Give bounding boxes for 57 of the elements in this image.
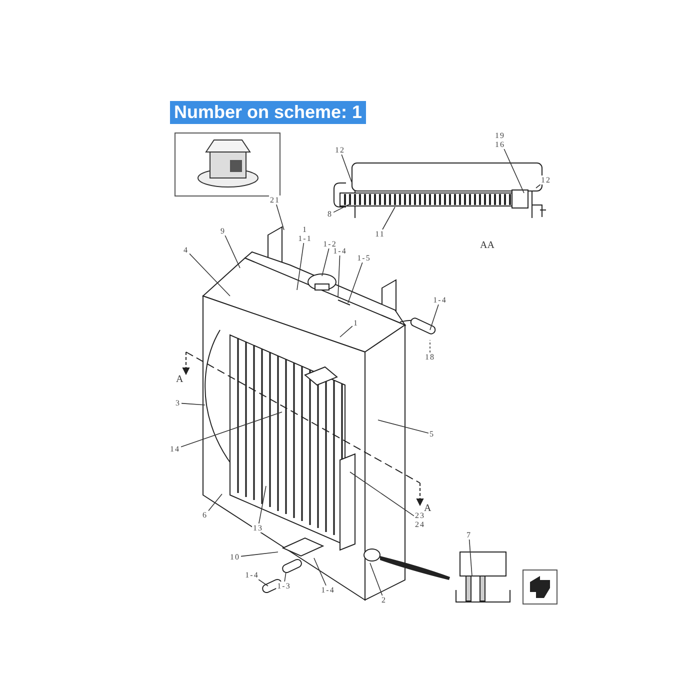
callout-number: 7 — [466, 530, 472, 540]
callout-number: 1-4 — [320, 586, 336, 594]
callout-number: 1-4 — [432, 296, 448, 304]
leader-line — [468, 539, 472, 576]
callout-number: 10 — [229, 552, 241, 562]
callout-number: 8 — [326, 210, 334, 218]
title: Number on scheme: 1 — [170, 101, 366, 124]
leader-line — [536, 184, 541, 188]
callout-number: 2 — [380, 596, 388, 604]
callout-number: 4 — [182, 246, 190, 254]
leader-line — [296, 242, 304, 290]
leader-line — [341, 154, 352, 184]
callout-number: 1-3 — [276, 582, 292, 590]
leader-line — [382, 206, 396, 230]
leader-line — [240, 552, 278, 557]
callout-number: 14 — [169, 444, 181, 454]
callout-number: 5 — [428, 430, 436, 438]
leader-line — [370, 562, 383, 596]
leader-line — [348, 262, 363, 304]
leader-line — [224, 235, 240, 268]
leader-line — [333, 204, 350, 213]
callout-number: 1-2 — [322, 240, 338, 248]
callout-number: 1-4 — [332, 246, 348, 256]
callout-number: 9 — [220, 226, 226, 236]
section-letter: A — [176, 374, 184, 385]
leader-line — [258, 579, 268, 586]
leader-line — [258, 486, 266, 524]
callout-number: 11 — [374, 230, 386, 238]
callout-number: 13 — [252, 524, 264, 532]
leader-line — [180, 412, 282, 448]
leader-line — [208, 494, 222, 512]
leader-line — [350, 472, 414, 516]
callout-number: 1-4 — [244, 570, 260, 580]
callout-number: 18 — [424, 352, 436, 362]
callout-number: 1 — [352, 318, 360, 328]
callout-number: 1 1-1 — [297, 225, 313, 243]
leader-line — [314, 558, 326, 586]
leader-line — [276, 204, 284, 230]
leader-line — [181, 402, 206, 406]
callout-number: 21 — [269, 196, 281, 204]
callout-number: 3 — [174, 398, 182, 408]
leader-line — [430, 304, 439, 330]
callout-number: 6 — [202, 510, 208, 520]
callout-number: 23 24 — [414, 511, 426, 529]
leader-line — [189, 253, 230, 296]
leader-line — [340, 326, 353, 338]
callout-number: 12 — [540, 176, 552, 184]
section-label: AA — [480, 240, 494, 251]
leader-line — [378, 420, 429, 434]
callout-number: 19 16 — [494, 131, 506, 149]
leader-line — [322, 248, 330, 276]
callout-number: 12 — [334, 146, 346, 154]
callout-number: 1-5 — [356, 254, 372, 262]
leader-line — [338, 255, 340, 298]
leader-line — [284, 572, 286, 582]
section-letter: A — [424, 503, 432, 514]
leader-line — [504, 148, 524, 194]
